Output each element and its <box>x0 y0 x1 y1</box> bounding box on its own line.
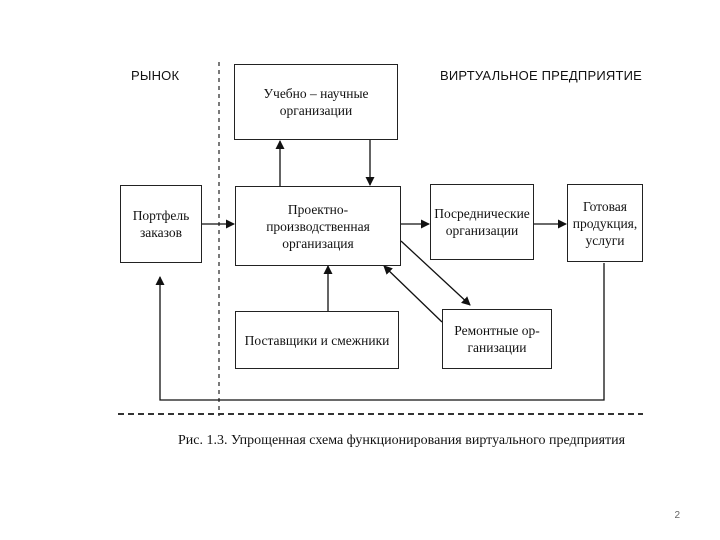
virtual-enterprise-label: ВИРТУАЛЬНОЕ ПРЕДПРИЯТИЕ <box>440 68 643 83</box>
intermediary-organizations-box: Посреднические организации <box>430 184 534 260</box>
finished-products-box: Готовая продукция, услуги <box>567 184 643 262</box>
market-label: РЫНОК <box>131 68 180 83</box>
design-production-box: Проектно- производственная организация <box>235 186 401 266</box>
arrow-repair-to-design <box>383 265 443 323</box>
page-number: 2 <box>674 510 680 521</box>
figure-caption: Рис. 1.3. Упрощенная схема функционирова… <box>178 433 626 448</box>
arrow-design-to-repair <box>400 240 471 306</box>
suppliers-box: Поставщики и смежники <box>235 311 399 369</box>
repair-organizations-box: Ремонтные ор- ганизации <box>442 309 552 369</box>
research-organizations-box: Учебно – научные организации <box>234 64 398 140</box>
feedback-loop-line <box>155 263 605 401</box>
order-portfolio-box: Портфель заказов <box>120 185 202 263</box>
